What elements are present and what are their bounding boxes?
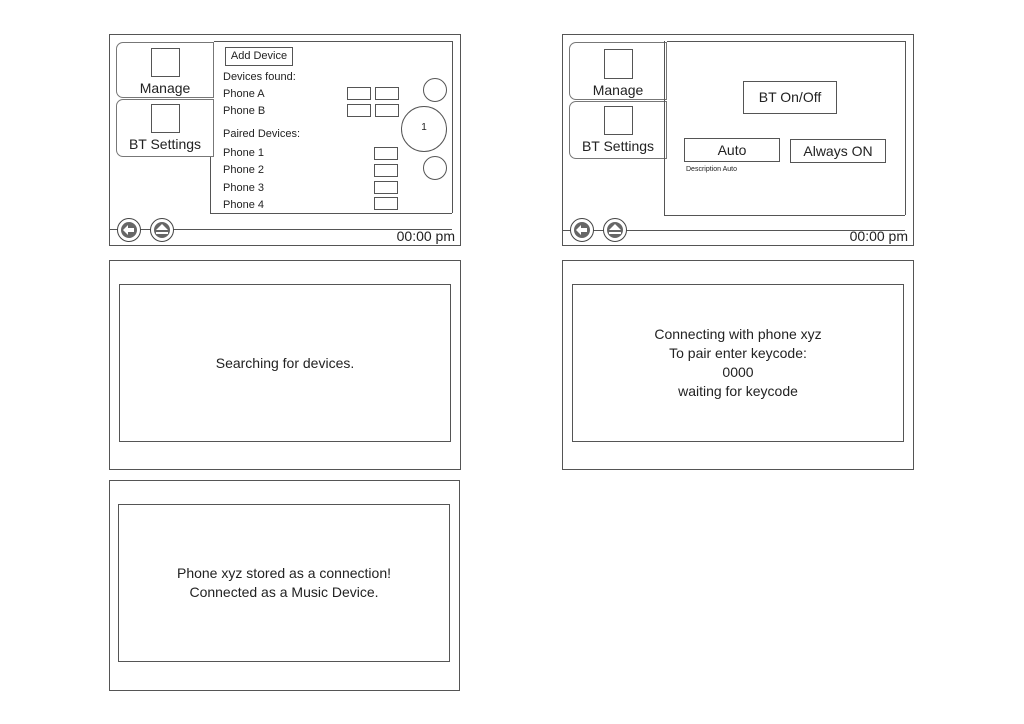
paired-device-action-button[interactable] (374, 197, 398, 210)
paired-devices-label: Paired Devices: (223, 128, 301, 140)
screen-bt-settings: Manage BT Settings BT On/Off Auto Always… (562, 34, 914, 246)
paired-device-action-button[interactable] (374, 181, 398, 194)
content-right-border (452, 41, 453, 213)
bt-on-off-button[interactable]: BT On/Off (743, 81, 837, 114)
eject-icon[interactable] (150, 218, 174, 242)
paired-device-name[interactable]: Phone 3 (223, 182, 264, 194)
bt-settings-tab-icon (151, 104, 180, 133)
searching-message: Searching for devices. (215, 354, 355, 371)
stored-dialog: Phone xyz stored as a connection! Connec… (118, 504, 450, 662)
clock-time: 00:00 pm (396, 228, 455, 244)
searching-dialog: Searching for devices. (119, 284, 451, 442)
found-device-action-button[interactable] (347, 87, 371, 100)
scroll-position-indicator[interactable]: 1 (401, 106, 447, 152)
found-device-action-button[interactable] (375, 104, 399, 117)
tab-manage-label: Manage (592, 82, 644, 98)
back-arrow-icon[interactable] (117, 218, 141, 242)
stored-line: Phone xyz stored as a connection! (176, 565, 392, 581)
paired-device-name[interactable]: Phone 1 (223, 147, 264, 159)
bt-settings-tab-icon (604, 106, 633, 135)
eject-glyph (609, 224, 621, 234)
paired-device-action-button[interactable] (374, 147, 398, 160)
content-left-border (210, 157, 211, 213)
tab-manage[interactable]: Manage (116, 42, 214, 98)
scroll-down-button[interactable] (423, 156, 447, 180)
clock-time: 00:00 pm (849, 228, 908, 244)
tab-bt-settings[interactable]: BT Settings (569, 101, 667, 159)
back-arrow-icon[interactable] (570, 218, 594, 242)
content-bottom-border (210, 213, 452, 214)
screen-searching: Searching for devices. (109, 260, 461, 470)
content-top-border (214, 41, 452, 42)
connecting-line: To pair enter keycode: (669, 345, 807, 361)
screen-connection-stored: Phone xyz stored as a connection! Connec… (109, 480, 460, 691)
found-device-name[interactable]: Phone B (223, 105, 266, 117)
content-top-border (667, 41, 905, 42)
tab-manage[interactable]: Manage (569, 42, 667, 100)
found-device-name[interactable]: Phone A (223, 88, 265, 100)
tab-bt-settings[interactable]: BT Settings (116, 99, 214, 157)
connecting-line: Connecting with phone xyz (654, 326, 822, 342)
manage-tab-icon (151, 48, 180, 77)
tab-bt-settings-label: BT Settings (128, 136, 202, 152)
content-bottom-border (664, 215, 905, 216)
devices-found-label: Devices found: (223, 71, 296, 83)
bottom-bar-divider (110, 229, 452, 230)
eject-glyph (156, 224, 168, 234)
content-left-border (664, 41, 665, 215)
connecting-dialog: Connecting with phone xyz To pair enter … (572, 284, 904, 442)
paired-device-action-button[interactable] (374, 164, 398, 177)
scroll-up-button[interactable] (423, 78, 447, 102)
found-device-action-button[interactable] (347, 104, 371, 117)
connecting-line: waiting for keycode (678, 383, 798, 399)
screen-manage-devices: Manage BT Settings Add Device Devices fo… (109, 34, 461, 246)
manage-tab-icon (604, 49, 633, 79)
always-on-button[interactable]: Always ON (790, 139, 886, 163)
found-device-action-button[interactable] (375, 87, 399, 100)
tab-bt-settings-label: BT Settings (581, 138, 655, 154)
stored-line: Connected as a Music Device. (189, 584, 379, 600)
auto-description: Description Auto (686, 166, 737, 173)
keycode-value: 0000 (722, 364, 754, 380)
back-arrow-glyph (576, 225, 587, 235)
back-arrow-glyph (123, 225, 134, 235)
screen-connecting: Connecting with phone xyz To pair enter … (562, 260, 914, 470)
scroll-position-number: 1 (421, 122, 427, 133)
bottom-bar-divider (563, 230, 905, 231)
tab-manage-label: Manage (139, 80, 191, 96)
paired-device-name[interactable]: Phone 4 (223, 199, 264, 211)
auto-button[interactable]: Auto (684, 138, 780, 162)
add-device-button[interactable]: Add Device (225, 47, 293, 66)
eject-icon[interactable] (603, 218, 627, 242)
content-right-border (905, 41, 906, 215)
paired-device-name[interactable]: Phone 2 (223, 164, 264, 176)
